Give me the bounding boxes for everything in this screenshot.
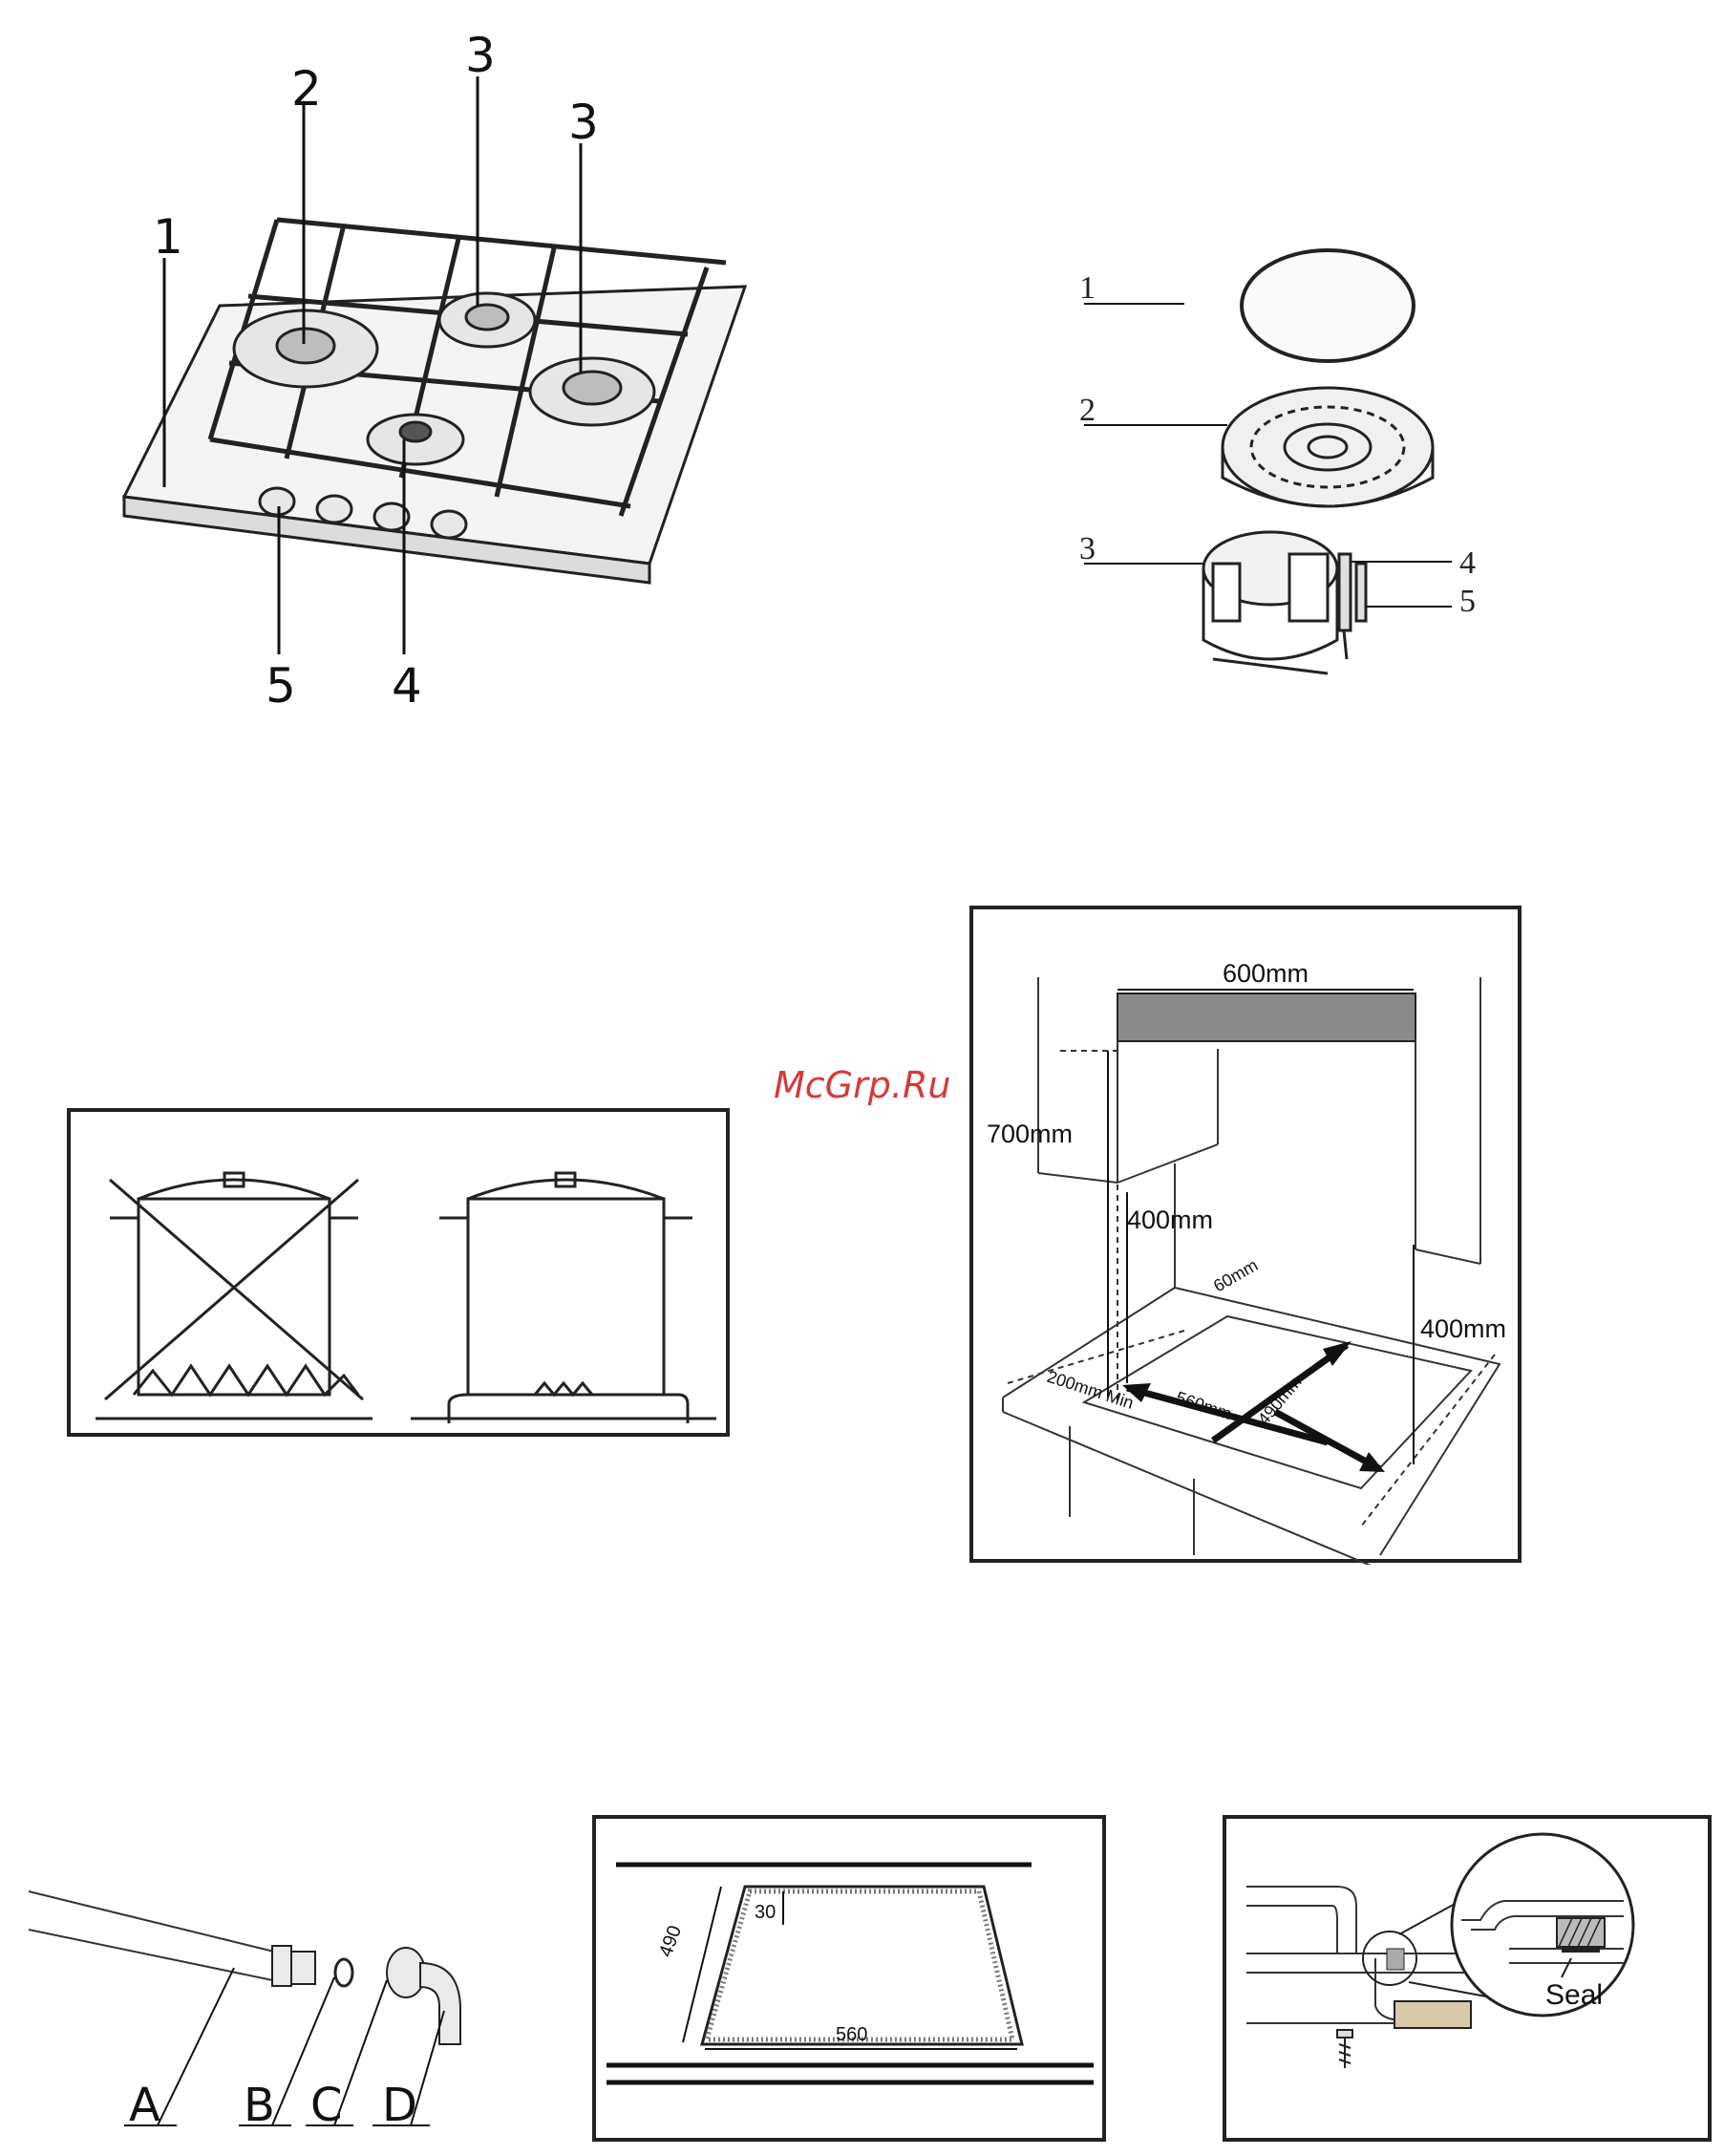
- cutout-offset-30: 30: [755, 1902, 776, 1923]
- burner-rear-right: [439, 293, 535, 347]
- fitting-label-a: A: [129, 2079, 160, 2132]
- seal-detail-diagram: Seal: [1223, 1815, 1719, 2145]
- burner-callout-2: 2: [1079, 393, 1096, 428]
- burner-callout-3: 3: [1079, 531, 1096, 566]
- callout-1: 1: [153, 209, 183, 265]
- elbow-nut: [387, 1948, 460, 2044]
- dim-right-400: 400mm: [1420, 1314, 1506, 1343]
- fitting-label-d: D: [382, 2079, 417, 2132]
- fitting-label-b: B: [244, 2079, 275, 2132]
- dim-cutout-560: 560mm: [1174, 1388, 1234, 1424]
- dim-height-700: 700mm: [987, 1120, 1073, 1148]
- dim-side-400: 400mm: [1127, 1206, 1213, 1234]
- burner-cap: [1242, 250, 1414, 361]
- pot-diagram-frame: [69, 1110, 728, 1435]
- burner-base: [1203, 532, 1366, 673]
- callout-4: 4: [392, 658, 422, 714]
- cutout-outline: [702, 1887, 1022, 2044]
- washer: [335, 1959, 352, 1986]
- burner-callout-4: 4: [1459, 545, 1476, 581]
- fitting-label-c: C: [310, 2079, 343, 2132]
- pot-size-diagram: [67, 1108, 735, 1442]
- worktop-wood: [1394, 2001, 1471, 2028]
- burner-callout-1: 1: [1079, 270, 1096, 306]
- watermark: McGrp.Ru: [764, 1056, 993, 1113]
- hose-pipe: [29, 1891, 282, 1982]
- seal-strip: [1562, 1947, 1600, 1953]
- seal-frame: [1224, 1817, 1710, 2140]
- burner-small: [368, 415, 463, 464]
- burner-front-right: [530, 358, 654, 425]
- callout-3a: 3: [465, 28, 496, 83]
- flame-spreader: [1223, 388, 1433, 506]
- burner-callout-5: 5: [1459, 584, 1476, 619]
- threaded-fitting: [272, 1946, 315, 1986]
- pot-wrong: [96, 1173, 372, 1419]
- worktop-cutout-diagram: 490 30 560: [592, 1815, 1108, 2145]
- callout-5: 5: [266, 658, 296, 714]
- pot-correct: [411, 1173, 716, 1423]
- burner-exploded-diagram: 1 2 3 4 5: [1070, 239, 1509, 697]
- seal-label: Seal: [1545, 1979, 1603, 2011]
- dim-front-gap-200: 200mm Min: [1045, 1367, 1137, 1413]
- cutout-width-560: 560: [836, 2024, 867, 2045]
- dim-width-600: 600mm: [1223, 959, 1309, 988]
- dim-cutout-490: 490mm: [1254, 1373, 1306, 1429]
- installation-clearance-diagram: 600mm 700mm 400mm 400mm 60mm 200mm Min 5…: [969, 906, 1523, 1565]
- dim-back-gap-60: 60mm: [1210, 1255, 1261, 1295]
- gas-hose-fittings-diagram: A B C D: [19, 1877, 497, 2135]
- range-hood: [1117, 993, 1415, 1041]
- burner-large: [234, 310, 377, 387]
- callout-2: 2: [291, 61, 322, 117]
- cutout-depth-490: 490: [655, 1923, 686, 1960]
- seal-zoom-circle: [1452, 1834, 1633, 2016]
- screw-icon: [1337, 2030, 1352, 2068]
- watermark-text: McGrp.Ru: [774, 1064, 950, 1106]
- callout-3b: 3: [568, 95, 599, 150]
- hob-overview-diagram: 1 2 3 3 4 5: [57, 19, 821, 726]
